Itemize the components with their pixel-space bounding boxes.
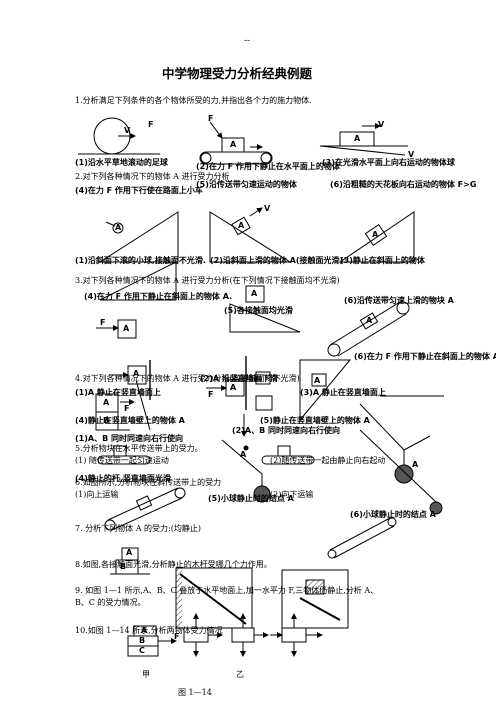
fig-incline-slide xyxy=(209,207,292,263)
figure-label-jia: 甲 xyxy=(142,670,150,679)
fig-rod-hatched-1 xyxy=(175,567,253,629)
fig-incline-ball xyxy=(98,211,179,263)
caption-8: (2)沿斜面上滑的物体 A(接触面光滑) xyxy=(210,256,344,265)
label-C-q10: C xyxy=(139,646,145,655)
fig-block-force xyxy=(199,121,273,165)
question-6: 6.如图所示,分析物块在斜传送带上的受力 xyxy=(75,478,222,487)
label-A-2: A xyxy=(230,140,237,149)
question-5: 5.分析物块在水平传送带上的受力。 xyxy=(75,444,203,453)
caption-1: (1)沿水平草地滚动的足球 xyxy=(75,158,168,167)
question-5-part-2: (2)随传送带一起由静止向右起动 xyxy=(270,456,386,465)
question-6-part-2: (2)向下运输 xyxy=(270,490,314,499)
label-F-q10: F xyxy=(174,632,180,641)
label-A-3: A xyxy=(354,134,361,143)
label-A-23: A xyxy=(412,460,419,469)
label-A-11: A xyxy=(251,289,258,298)
question-6-part-1: (1)向上运输 xyxy=(75,490,119,499)
question-4: 4.对下列各种情况下的物体 A 进行受力分析(各接触面均不光滑) xyxy=(75,374,300,383)
question-2: 2.对下列各种情况下的物体 A 进行受力分析 xyxy=(75,172,230,181)
caption-21: (4)静止的杆,竖直墙面光滑 xyxy=(75,474,171,483)
fig-conveyor-down xyxy=(327,517,397,559)
fig-incline-force xyxy=(96,261,177,339)
fig-conveyor-horizontal xyxy=(97,445,315,465)
caption-20: (2)A、B 同时同速向右行使向 xyxy=(232,426,340,435)
label-A-13: A xyxy=(133,369,140,378)
label-B-q10: B xyxy=(139,636,146,645)
label-A-12: A xyxy=(366,316,373,325)
caption-4: (4)在力 F 作用下行使在路面上小车 xyxy=(75,186,203,195)
caption-23: (6)小球静止时的结点 A xyxy=(350,510,436,519)
question-1: 1.分析满足下列条件的各个物体所受的力,并指出各个力的施力物体. xyxy=(75,96,312,105)
fig-smooth-plane xyxy=(319,123,408,156)
label-A-q10: A xyxy=(141,626,148,635)
caption-13: (1)A 静止在竖直墙面上 xyxy=(75,388,161,397)
question-9-cont: B、C 的受力情况。 xyxy=(75,598,146,607)
caption-3: (3)在光滑水平面上向右运动的物体球 xyxy=(322,158,455,167)
page-title: 中学物理受力分析经典例题 xyxy=(162,66,313,81)
fig-rod-hatched-2 xyxy=(281,569,349,629)
fig-football xyxy=(78,117,160,155)
caption-7: (1)沿斜面下滚的小球,接触面不光滑. xyxy=(75,256,206,265)
fig-force-diagram-yi xyxy=(270,613,323,657)
question-5-part-1: (1) 随传送带一起匀速运动 xyxy=(75,456,169,465)
label-A-16: A xyxy=(103,398,110,407)
label-A-7: A xyxy=(115,223,122,232)
label-A-8: A xyxy=(238,221,245,230)
question-7: 7. 分析下列物体 A 的受力:(均静止) xyxy=(75,524,201,533)
question-10: 10.如图 1—14 所示,分析两物体受力情况 xyxy=(75,626,223,635)
caption-17: (5)静止在竖直墙壁上的物体 A xyxy=(260,416,370,425)
label-F-16: F xyxy=(124,404,130,413)
fig-force-diagram-jia xyxy=(183,613,269,657)
caption-10: (4)在力 F 作用下静止在斜面上的物体 A. xyxy=(84,292,233,301)
label-V-3b: V xyxy=(408,150,415,159)
caption-19: (1)A、B 同时同速向右行使向 xyxy=(75,434,183,443)
figure-label-yi: 乙 xyxy=(236,670,244,679)
fig-hanging-ball-right xyxy=(359,429,443,515)
caption-12: (6)沿传送带匀速上滑的物块 A xyxy=(344,296,454,305)
caption-11: (5)各接触面均光滑 xyxy=(224,306,293,315)
label-A-9: A xyxy=(372,230,379,239)
label-A-q8: A xyxy=(126,548,133,557)
caption-16: (4)静止在竖直墙壁上的物体 A xyxy=(75,416,185,425)
fig-wall-mid xyxy=(206,356,273,437)
question-8: 8.如图,各接触面光滑,分析静止的木杆受哪几个力作用。 xyxy=(75,560,272,569)
caption-6: (6)沿粗糙的天花板向右运动的物体 F>G xyxy=(330,180,477,189)
fig-conveyor-incline xyxy=(327,301,410,357)
caption-22: (5)小球静止时的结点 A xyxy=(208,494,294,503)
question-9: 9. 如图 1—1 所示,A、B、C 叠放于水平地面上,加一水平力 F,三物体仍… xyxy=(75,586,379,595)
fig-rod-stack xyxy=(110,547,150,575)
fig-string-pendulum xyxy=(359,395,444,484)
label-V-8: V xyxy=(264,204,271,213)
caption-2: (2)在力 F 作用下静止在水平面上的物体 xyxy=(196,162,340,171)
label-F-1: F xyxy=(148,120,154,129)
label-A-14: A xyxy=(230,383,237,392)
fig-wall-right xyxy=(299,359,352,422)
label-A-10: A xyxy=(123,324,130,333)
fig-conveyor-up xyxy=(104,487,186,531)
fig-stacked-smooth xyxy=(229,285,301,333)
caption-14: (2)A 沿竖直墙面下滑 xyxy=(200,374,278,383)
caption-15: (3)A 静止在竖直墙面上 xyxy=(300,388,386,397)
question-3: 3.对下列各种情况下的物体 A 进行受力分析(在下列情况下接触面均不光滑) xyxy=(75,276,340,285)
label-B-q8: B xyxy=(120,562,127,571)
caption-18: (6)在力 F 作用下静止在斜面上的物体 A xyxy=(354,352,496,361)
fig-hanging-ball-mid xyxy=(221,439,271,503)
label-B-16: B xyxy=(103,416,110,425)
label-A-15: A xyxy=(314,376,321,385)
label-F-14: F xyxy=(208,390,214,399)
fig-wall-blocks xyxy=(95,360,151,431)
caption-5: (5)沿传送带匀速运动的物体 xyxy=(196,180,297,189)
label-F-2: F xyxy=(208,114,214,123)
label-A-20: A xyxy=(240,450,247,459)
caption-9: (3)静止在斜面上的物体 xyxy=(340,256,425,265)
fig-abc-stack xyxy=(127,625,177,657)
label-F-10: F xyxy=(100,318,106,327)
fig-incline-rest xyxy=(338,211,415,263)
header-mark: -- xyxy=(244,36,251,46)
figure-caption: 图 1—14 xyxy=(178,688,212,697)
label-V-1: V xyxy=(124,126,131,135)
label-V-3: V xyxy=(378,120,385,129)
